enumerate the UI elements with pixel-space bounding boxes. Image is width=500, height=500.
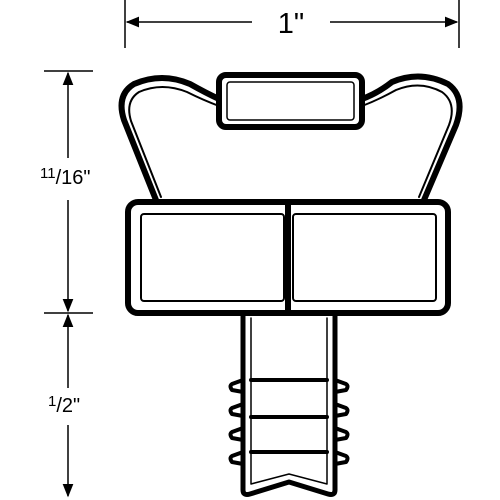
right-chamber [292,213,437,302]
barb-right-2 [333,402,350,418]
bulb-top-connector [216,72,365,130]
bulb-outer-wall [118,73,463,203]
upper-height-label-whole: 11 [40,165,56,182]
upper-height-label-den: 16" [61,167,90,189]
gasket-profile [118,72,463,497]
barb-left-1 [228,378,245,394]
lower-height-label-sep: / [56,395,62,417]
lower-height-label: 1/2" [48,393,80,417]
barb-left-4 [228,450,245,466]
bulb-inner-wall [128,84,453,198]
width-label: 1" [278,8,304,40]
stem-outer [240,310,338,497]
stem-inner [250,317,328,485]
upper-height-label-sep: / [56,167,62,189]
upper-height-label: 11/16" [40,165,91,189]
barb-left-3 [228,426,245,442]
left-chamber [140,213,285,302]
lower-height-label-whole: 1 [48,393,56,410]
barb-right-3 [333,426,350,442]
bulb-top-connector-inner [226,81,355,121]
width-dimension [124,0,460,48]
barb-right-1 [333,378,350,394]
barb-left-2 [228,402,245,418]
barb-right-4 [333,450,350,466]
upper-height-dimension [44,70,93,313]
lower-height-label-den: 2" [62,395,80,417]
